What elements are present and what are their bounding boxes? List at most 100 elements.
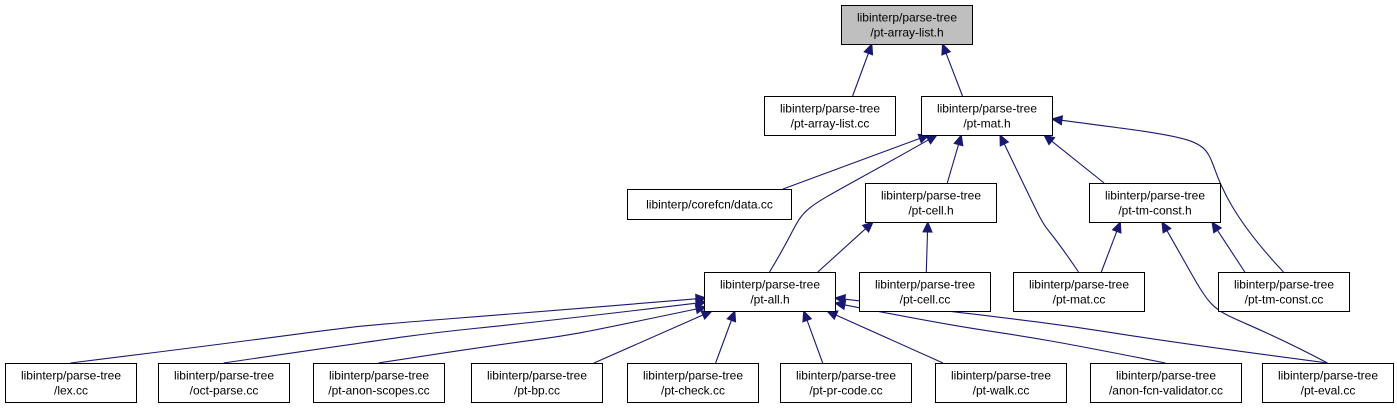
node-label-line: libinterp/parse-tree [1234,278,1334,292]
edge-pt-cell-cc-to-pt-cell-h [922,220,933,273]
node-pt-mat-h[interactable]: libinterp/parse-tree/pt-mat.h [921,96,1053,136]
node-label-line: libinterp/parse-tree [487,369,587,383]
node-box [627,189,792,220]
node-pt-check-cc[interactable]: libinterp/parse-tree/pt-check.cc [627,363,759,403]
node-box [1090,363,1242,403]
node-pt-bp-cc[interactable]: libinterp/parse-tree/pt-bp.cc [471,363,603,403]
arrowhead [941,42,952,56]
edge-pt-eval-cc-to-pt-all-h [833,293,1328,364]
node-pt-tm-const-cc[interactable]: libinterp/parse-tree/pt-tm-const.cc [1218,272,1350,312]
node-box [859,272,991,312]
node-pt-mat-cc[interactable]: libinterp/parse-tree/pt-mat.cc [1013,272,1145,312]
node-label-line: /pt-tm-const.h [1118,204,1191,218]
node-box [313,363,445,403]
node-label-line: libinterp/parse-tree [951,369,1051,383]
node-label-line: /pt-mat.h [963,117,1010,131]
node-label-line: /pt-array-list.cc [791,117,870,131]
arrowhead [726,309,737,323]
node-pt-walk-cc[interactable]: libinterp/parse-tree/pt-walk.cc [935,363,1067,403]
node-pt-all-h[interactable]: libinterp/parse-tree/pt-all.h [704,272,836,312]
node-lex-cc[interactable]: libinterp/parse-tree/lex.cc [5,363,137,403]
arrowhead [825,310,839,321]
edge-line [70,298,697,364]
node-label-line: /pt-eval.cc [1301,384,1356,398]
edge-pt-anon-scopes-cc-to-pt-all-h [378,303,708,364]
node-box [1089,183,1221,223]
node-box [1013,272,1145,312]
arrowhead [861,221,874,233]
node-label-line: libinterp/parse-tree [857,11,957,25]
node-data-cc[interactable]: libinterp/corefcn/data.cc [627,189,792,220]
arrowhead [953,133,964,147]
arrowhead [999,133,1010,147]
edge-pt-mat-cc-to-pt-tm-const-h [1100,220,1122,273]
edge-line [1051,140,1105,184]
node-box [921,96,1053,136]
node-box [1262,363,1394,403]
node-label-line: /pt-all.h [750,293,789,307]
node-box [471,363,603,403]
arrowhead [1211,220,1223,234]
node-box [158,363,290,403]
edge-line [593,314,704,364]
node-label-line: /anon-fcn-validator.cc [1109,384,1223,398]
edge-line [844,304,1166,364]
edge-pt-bp-cc-to-pt-all-h [593,310,714,364]
edge-pt-check-cc-to-pt-all-h [715,309,737,364]
node-label-line: libinterp/parse-tree [1029,278,1129,292]
edge-pt-tm-const-cc-to-pt-tm-const-h [1211,220,1246,273]
node-label-line: /pt-tm-const.cc [1245,293,1324,307]
edge-pt-tm-const-cc-to-pt-mat-h [1050,115,1284,273]
arrowhead [925,134,939,145]
node-pt-cell-h[interactable]: libinterp/parse-tree/pt-cell.h [865,183,997,223]
node-label-line: libinterp/parse-tree [937,102,1037,116]
node-box [627,363,759,403]
edge-pt-mat-cc-to-pt-mat-h [999,133,1079,273]
node-label-line: libinterp/parse-tree [174,369,274,383]
arrowhead [694,303,708,315]
node-label-line: libinterp/parse-tree [1278,369,1378,383]
edge-line [925,231,929,273]
node-anon-fcn-validator-cc[interactable]: libinterp/parse-tree/anon-fcn-validator.… [1090,363,1242,403]
arrowhead [1050,115,1064,126]
edge-lex-cc-to-pt-all-h [70,293,708,364]
node-label-line: /pt-cell.h [908,204,953,218]
arrowhead [863,42,874,56]
node-oct-parse-cc[interactable]: libinterp/parse-tree/oct-parse.cc [158,363,290,403]
edge-line [806,320,824,364]
node-pt-eval-cc[interactable]: libinterp/parse-tree/pt-eval.cc [1262,363,1394,403]
edge-pt-array-list-cc-to-root [852,42,874,97]
arrowhead [1161,220,1172,234]
node-label-line: /pt-pr-code.cc [809,384,882,398]
arrowhead [1111,220,1122,234]
edge-line [378,308,697,364]
arrowhead [922,220,933,233]
node-label-line: libinterp/parse-tree [796,369,896,383]
edge-line [769,139,929,273]
node-label-line: /pt-anon-scopes.cc [328,384,429,398]
node-label-line: libinterp/parse-tree [881,189,981,203]
node-label-line: libinterp/parse-tree [720,278,820,292]
edge-line [1217,230,1246,273]
node-pt-anon-scopes-cc[interactable]: libinterp/parse-tree/pt-anon-scopes.cc [313,363,445,403]
edge-line [945,53,964,97]
node-box [704,272,836,312]
arrowhead [802,309,813,323]
node-label-line: /pt-check.cc [661,384,725,398]
edge-line [835,314,944,364]
edge-line [782,137,920,190]
edge-pt-tm-const-h-to-pt-mat-h [1043,134,1105,184]
node-pt-array-list-cc[interactable]: libinterp/parse-tree/pt-array-list.cc [764,96,896,136]
node-box [780,363,912,403]
node-pt-pr-code-cc[interactable]: libinterp/parse-tree/pt-pr-code.cc [780,363,912,403]
node-box [764,96,896,136]
node-pt-tm-const-h[interactable]: libinterp/parse-tree/pt-tm-const.h [1089,183,1221,223]
node-label-line: libinterp/parse-tree [780,102,880,116]
node-label-line: /pt-walk.cc [973,384,1030,398]
arrowhead [833,293,847,305]
edge-line [946,144,960,184]
node-box [1218,272,1350,312]
nodes: libinterp/parse-tree/pt-array-list.hlibi… [5,5,1394,403]
node-pt-cell-cc[interactable]: libinterp/parse-tree/pt-cell.cc [859,272,991,312]
edge-line [844,298,1328,364]
